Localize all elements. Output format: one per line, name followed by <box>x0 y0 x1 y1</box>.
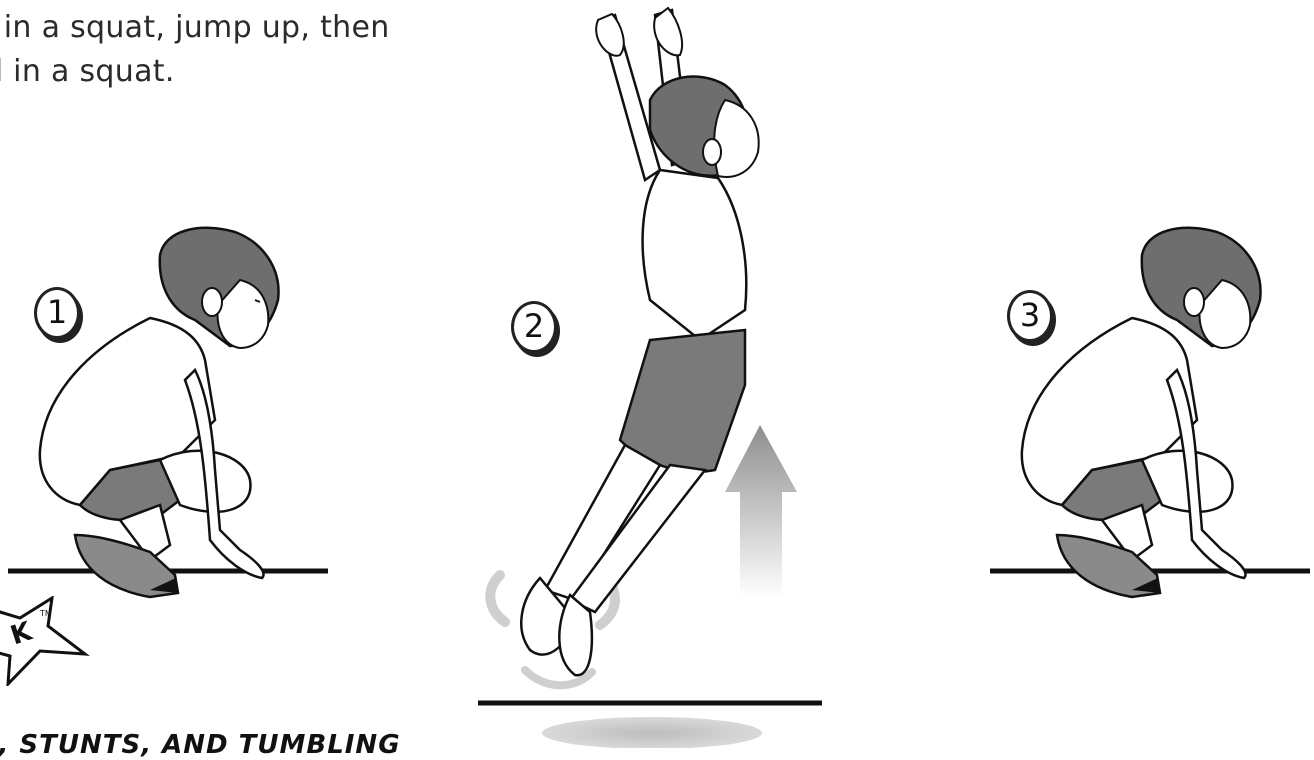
logo-burst-icon: K TM <box>0 596 90 686</box>
step-number-2: 2 <box>511 301 557 353</box>
step-number-3: 3 <box>1007 290 1053 342</box>
squat-figure-3 <box>990 228 1310 597</box>
logo-tm: TM <box>39 609 52 618</box>
up-arrow-icon <box>725 425 797 598</box>
squat-figure-1 <box>8 228 328 597</box>
landing-shadow <box>542 717 762 748</box>
step-number-1: 1 <box>34 287 80 339</box>
footer-title: ES, STUNTS, AND TUMBLING <box>0 730 401 760</box>
jumping-figure-2 <box>478 8 822 748</box>
